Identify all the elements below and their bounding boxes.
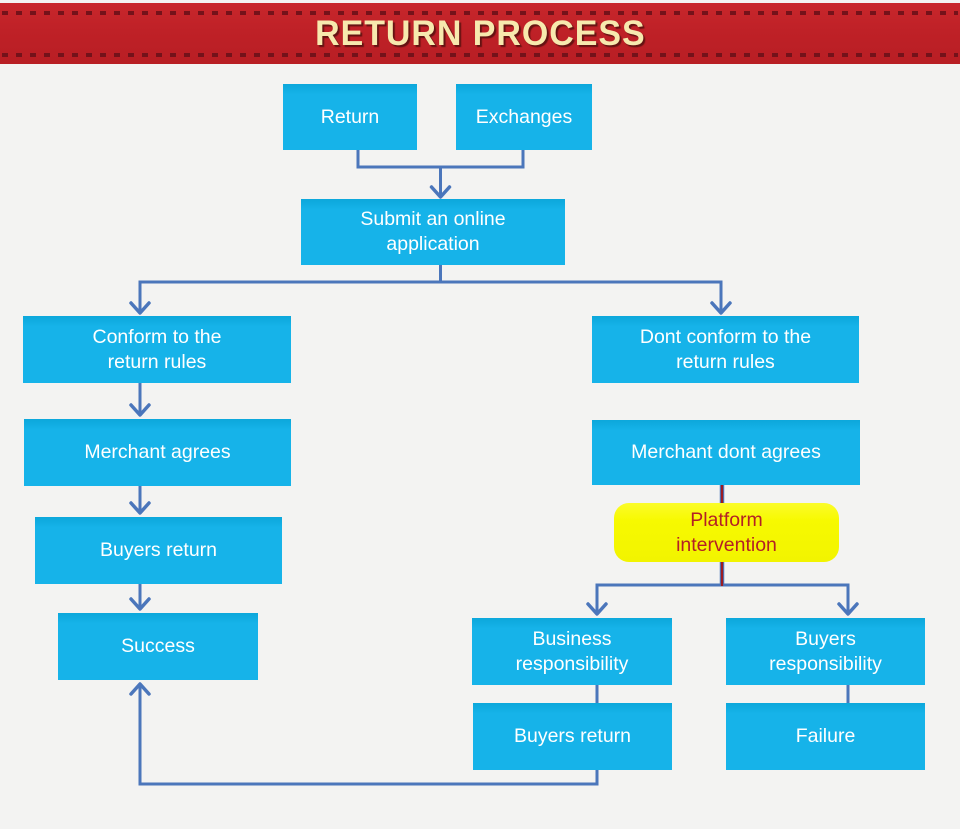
node-return: Return	[283, 84, 417, 150]
arrowhead-buyers-resp	[837, 602, 859, 616]
connector-top-merge	[356, 150, 525, 169]
connector-platform-split	[595, 583, 850, 613]
arrowhead-conform	[129, 301, 151, 315]
node-merchant-dont-agrees: Merchant dont agrees	[592, 420, 860, 485]
arrowhead-success-bottom-up	[129, 682, 151, 696]
node-buyers-return-left: Buyers return	[35, 517, 282, 584]
arrowhead-success-top	[129, 597, 151, 611]
node-merchant-agrees: Merchant agrees	[24, 419, 291, 486]
node-business-responsibility: Business responsibility	[472, 618, 672, 685]
arrowhead-buyers-return-left	[129, 501, 151, 515]
arrowhead-business-resp	[586, 602, 608, 616]
node-buyers-return-right: Buyers return	[473, 703, 672, 770]
connector-branch-split	[138, 280, 723, 312]
page-title: RETURN PROCESS	[314, 13, 646, 53]
node-submit-application: Submit an online application	[301, 199, 565, 265]
title-banner: RETURN PROCESS	[0, 3, 960, 64]
node-dont-conform-rules: Dont conform to the return rules	[592, 316, 859, 383]
node-conform-rules: Conform to the return rules	[23, 316, 291, 383]
arrowhead-dont-conform	[710, 301, 732, 315]
node-platform-intervention: Platform intervention	[614, 503, 839, 562]
arrowhead-submit	[429, 185, 452, 199]
node-success: Success	[58, 613, 258, 680]
node-buyers-responsibility: Buyers responsibility	[726, 618, 925, 685]
banner-stitch-bottom	[2, 53, 958, 57]
node-failure: Failure	[726, 703, 925, 770]
banner-stitch-top	[2, 11, 958, 15]
node-exchanges: Exchanges	[456, 84, 592, 150]
arrowhead-merchant-agrees	[129, 403, 151, 417]
